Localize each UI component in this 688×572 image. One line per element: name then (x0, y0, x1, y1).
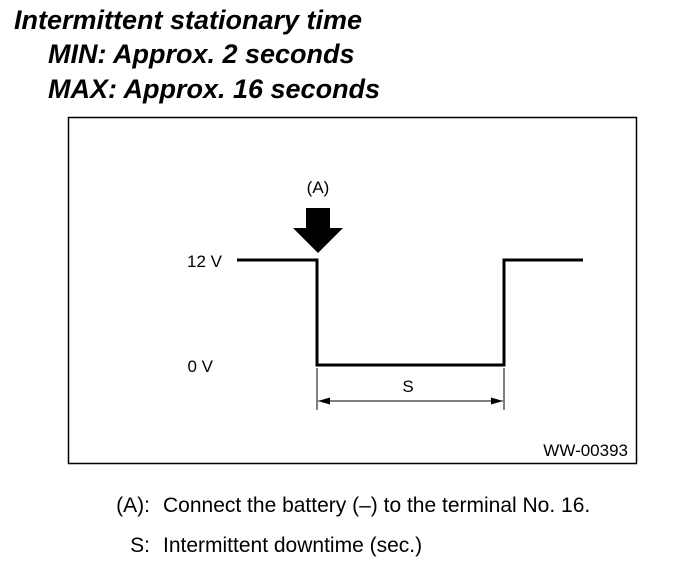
arrowhead-right-icon (491, 397, 503, 405)
diagram-frame (67, 116, 638, 465)
interval-label: S (402, 377, 413, 396)
voltage-waveform (237, 258, 583, 367)
legend-key: (A): (116, 494, 150, 517)
legend-item-s: S: Intermittent downtime (sec.) (0, 533, 688, 559)
min-time-line: MIN: Approx. 2 seconds (48, 39, 355, 69)
legend-text: Connect the battery (–) to the terminal … (163, 494, 591, 517)
legend-key: S: (130, 534, 150, 557)
marker-label: (A) (307, 178, 330, 197)
diagram-title: Intermittent stationary time (14, 5, 363, 35)
down-arrow-icon (293, 208, 343, 253)
arrowhead-left-icon (318, 397, 330, 405)
max-time-line: MAX: Approx. 16 seconds (48, 74, 381, 104)
voltage-high-label: 12 V (187, 252, 223, 271)
figure-id: WW-00393 (543, 441, 628, 460)
legend-item-a: (A): Connect the battery (–) to the term… (0, 493, 688, 519)
voltage-low-label: 0 V (187, 357, 213, 376)
legend-text: Intermittent downtime (sec.) (163, 534, 423, 557)
